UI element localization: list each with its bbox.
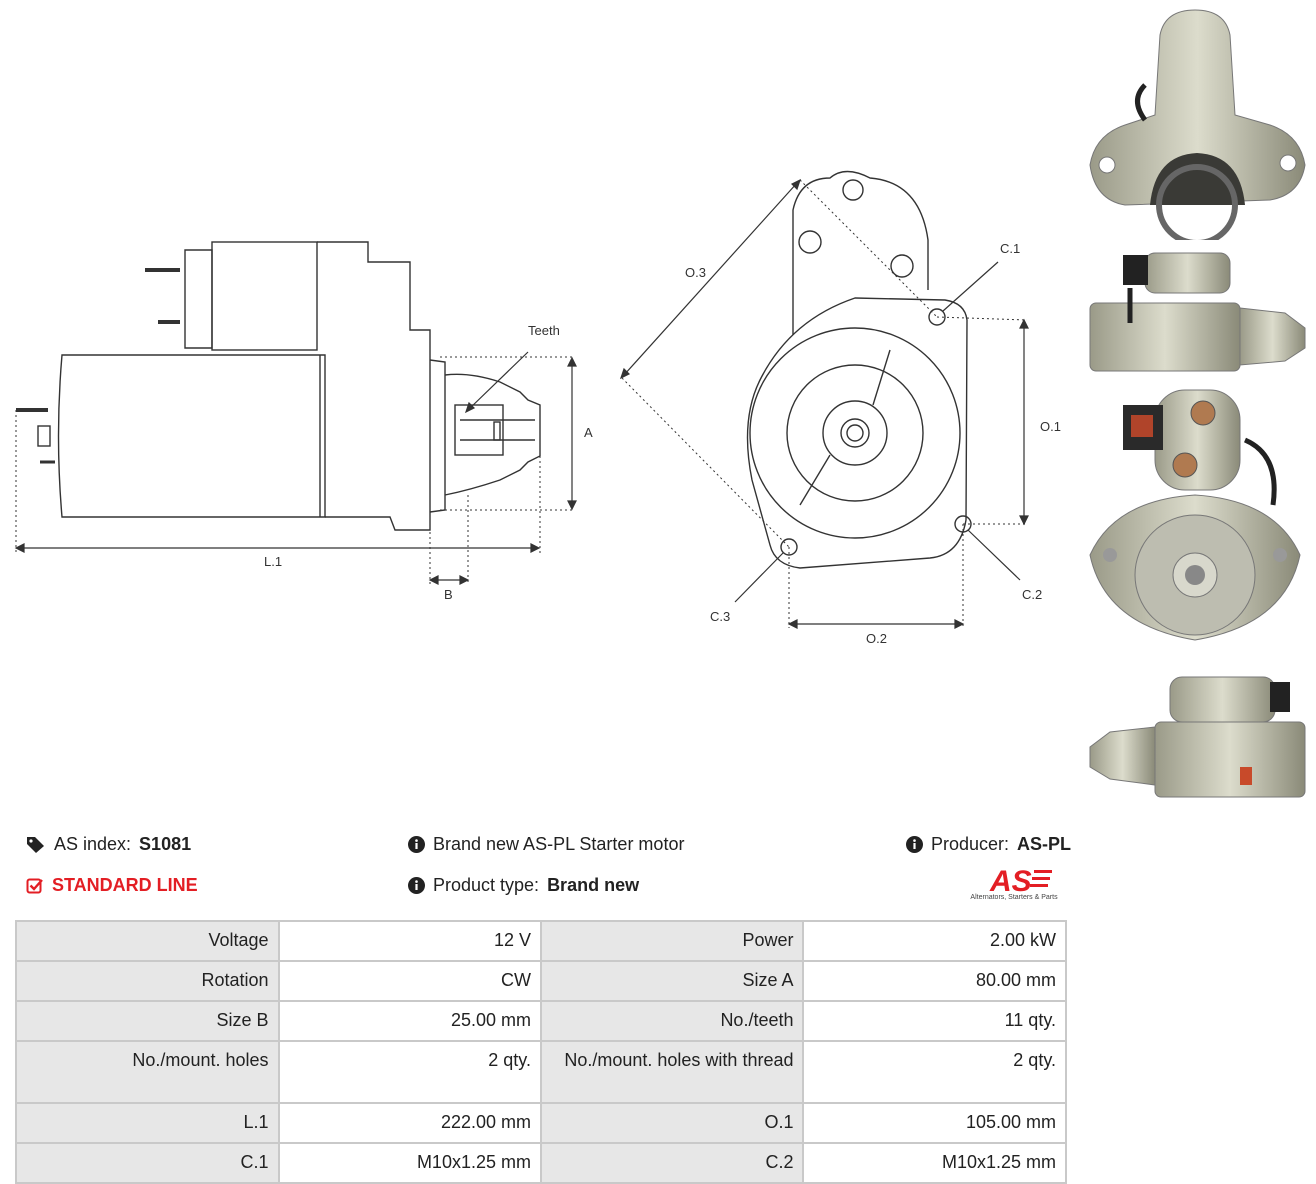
producer-value: AS-PL (1017, 834, 1072, 854)
spec-label: No./mount. holes (17, 1042, 278, 1102)
spec-label: No./teeth (541, 1002, 803, 1040)
spec-label: Size A (541, 962, 803, 1000)
table-row: Rotation CW Size A 80.00 mm (17, 962, 1065, 1000)
spec-value: 222.00 mm (279, 1104, 540, 1142)
photo-side-view (1089, 676, 1306, 798)
technical-drawing: Teeth A L.1 B O.1 (14, 170, 1061, 646)
spec-label: L.1 (17, 1104, 278, 1142)
table-row: L.1 222.00 mm O.1 105.00 mm (17, 1104, 1065, 1142)
as-logo-mark: AS (989, 865, 1052, 898)
spec-value: 80.00 mm (804, 962, 1065, 1000)
table-row: C.1 M10x1.25 mm C.2 M10x1.25 mm (17, 1144, 1065, 1182)
spec-label: Voltage (17, 922, 278, 960)
spec-value: M10x1.25 mm (279, 1144, 540, 1182)
dim-l1-label: L.1 (264, 554, 282, 569)
dim-c1-label: C.1 (1000, 241, 1020, 256)
teeth-label: Teeth (528, 323, 560, 338)
product-line-label: STANDARD LINE (52, 875, 198, 895)
table-row: No./mount. holes 2 qty. No./mount. holes… (17, 1042, 1065, 1102)
product-info: AS index: S1081 STANDARD LINE Brand new … (26, 828, 1071, 918)
spec-value: CW (279, 962, 540, 1000)
spec-value: 2.00 kW (804, 922, 1065, 960)
as-index: AS index: S1081 (26, 834, 191, 855)
spec-label: Power (541, 922, 803, 960)
spec-label: Size B (17, 1002, 278, 1040)
dim-o1-label: O.1 (1040, 419, 1061, 434)
spec-value: M10x1.25 mm (804, 1144, 1065, 1182)
product-type-label: Product type: (433, 875, 540, 895)
as-index-value: S1081 (139, 834, 192, 854)
info-circle-icon (408, 877, 425, 894)
description-text: Brand new AS-PL Starter motor (433, 834, 685, 854)
product-type-value: Brand new (547, 875, 640, 895)
spec-label: O.1 (541, 1104, 803, 1142)
spec-value: 2 qty. (279, 1042, 540, 1102)
spec-label: C.2 (541, 1144, 803, 1182)
product-type: Product type: Brand new (408, 875, 639, 896)
dim-b-label: B (444, 587, 453, 602)
specs-table: Voltage 12 V Power 2.00 kW Rotation CW S… (15, 920, 1067, 1184)
tags-icon (27, 836, 44, 853)
svg-text:AS: AS (989, 865, 1032, 896)
producer: Producer: AS-PL (906, 834, 1071, 855)
dim-c3-label: C.3 (710, 609, 730, 624)
check-square-icon (26, 878, 43, 893)
table-row: Size B 25.00 mm No./teeth 11 qty. (17, 1002, 1065, 1040)
spec-value: 105.00 mm (804, 1104, 1065, 1142)
dim-c2-label: C.2 (1022, 587, 1042, 602)
photo-rear-view (1089, 389, 1301, 641)
table-row: Voltage 12 V Power 2.00 kW (17, 922, 1065, 960)
product-line: STANDARD LINE (26, 875, 198, 896)
producer-label: Producer: (931, 834, 1010, 854)
spec-label: Rotation (17, 962, 278, 1000)
logo-tagline: Alternators, Starters & Parts (970, 894, 1058, 901)
dim-o3-label: O.3 (685, 265, 706, 280)
spec-value: 11 qty. (804, 1002, 1065, 1040)
photo-front-view (1089, 9, 1306, 240)
spec-value: 12 V (279, 922, 540, 960)
description: Brand new AS-PL Starter motor (408, 834, 684, 855)
info-circle-icon (408, 836, 425, 853)
spec-value: 2 qty. (804, 1042, 1065, 1102)
info-circle-icon (906, 836, 923, 853)
spec-label: No./mount. holes with thread (541, 1042, 803, 1102)
as-pl-logo: AS Alternators, Starters & Parts (958, 864, 1070, 904)
spec-label: C.1 (17, 1144, 278, 1182)
dim-o2-label: O.2 (866, 631, 887, 646)
dim-a-label: A (584, 425, 593, 440)
photo-top-view (1089, 252, 1306, 372)
spec-value: 25.00 mm (279, 1002, 540, 1040)
as-index-label: AS index: (54, 834, 132, 854)
